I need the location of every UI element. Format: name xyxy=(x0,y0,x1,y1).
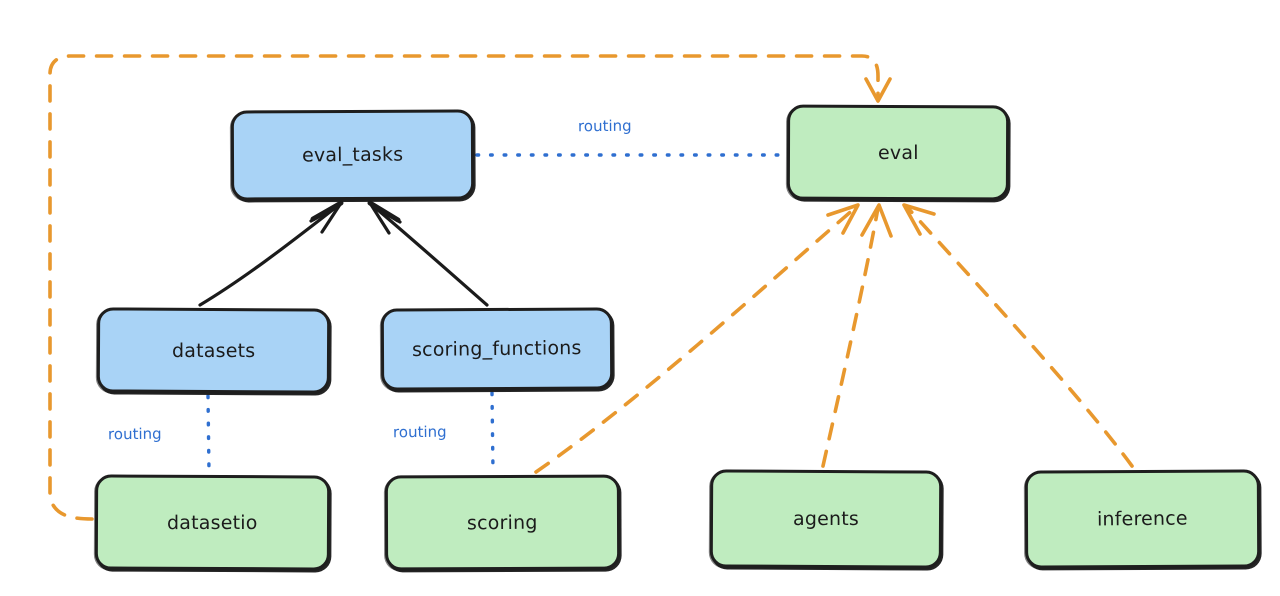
node-eval[interactable]: eval xyxy=(786,104,1010,201)
node-label-scoring: scoring xyxy=(467,511,538,534)
node-label-eval-tasks: eval_tasks xyxy=(301,143,404,167)
node-label-datasets: datasets xyxy=(171,339,256,362)
edge-inference-to-eval xyxy=(902,203,1134,468)
edge-scoring_functions-to-scoring xyxy=(490,391,495,474)
node-datasetio[interactable]: datasetio xyxy=(94,474,331,571)
node-label-inference: inference xyxy=(1096,507,1188,531)
edge-label-routing-scoring-functions-scoring: routing xyxy=(392,422,447,442)
edge-label-routing-eval-tasks-eval: routing xyxy=(577,116,632,136)
edge-label-routing-datasets-datasetio: routing xyxy=(107,424,162,444)
edge-datasets-to-eval_tasks xyxy=(198,200,344,307)
node-label-agents: agents xyxy=(792,507,859,531)
node-eval-tasks[interactable]: eval_tasks xyxy=(230,109,475,201)
node-scoring[interactable]: scoring xyxy=(384,474,621,571)
edge-scoring_functions-to-eval_tasks xyxy=(367,200,489,307)
node-scoring-functions[interactable]: scoring_functions xyxy=(380,307,614,391)
edge-agents-to-eval xyxy=(821,203,893,468)
node-agents[interactable]: agents xyxy=(709,469,943,569)
node-label-scoring-functions: scoring_functions xyxy=(412,337,582,361)
node-label-datasetio: datasetio xyxy=(167,511,258,534)
node-inference[interactable]: inference xyxy=(1024,469,1261,569)
edge-datasets-to-datasetio xyxy=(206,394,211,474)
node-datasets[interactable]: datasets xyxy=(96,307,331,394)
node-label-eval: eval xyxy=(877,141,919,164)
